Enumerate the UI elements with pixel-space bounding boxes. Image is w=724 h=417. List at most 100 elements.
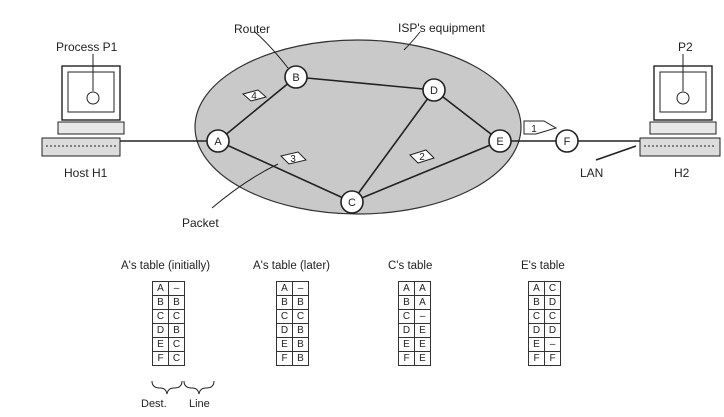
dest-cell: A <box>398 281 415 296</box>
table-e-title: E's table <box>521 260 565 272</box>
lan-pointer <box>595 145 637 161</box>
line-cell: B <box>168 295 185 310</box>
line-cell: D <box>544 295 561 310</box>
label-lan: LAN <box>580 166 604 180</box>
table-row: C– <box>398 309 431 324</box>
dest-cell: C <box>528 309 545 324</box>
line-cell: D <box>544 323 561 338</box>
router-d: D <box>422 78 446 102</box>
line-cell: A <box>414 295 431 310</box>
line-cell: B <box>292 337 309 352</box>
dest-cell: E <box>528 337 545 352</box>
packet-1-label: 1 <box>531 124 537 135</box>
line-cell: C <box>544 309 561 324</box>
packet-pointer <box>211 163 279 209</box>
dest-cell: B <box>528 295 545 310</box>
dest-cell: A <box>276 281 293 296</box>
router-a: A <box>206 129 230 153</box>
line-cell: E <box>414 337 431 352</box>
dest-cell: B <box>276 295 293 310</box>
line-cell: C <box>168 351 185 366</box>
dest-cell: C <box>276 309 293 324</box>
dest-brace <box>151 380 183 395</box>
router-a-label: A <box>214 136 222 148</box>
link-c-d <box>351 89 435 203</box>
dest-cell: C <box>398 309 415 324</box>
dest-cell: E <box>276 337 293 352</box>
line-cell: – <box>414 309 431 324</box>
dest-cell: D <box>528 323 545 338</box>
link-a-c <box>217 140 353 203</box>
table-row: E– <box>528 337 561 352</box>
line-cell: B <box>292 323 309 338</box>
dest-cell: F <box>276 351 293 366</box>
line-brace <box>183 380 215 395</box>
dest-cell: C <box>152 309 169 324</box>
router-b: B <box>284 65 308 89</box>
link-d-e <box>433 89 501 142</box>
dest-cell: F <box>152 351 169 366</box>
line-cell: B <box>168 323 185 338</box>
link-b-d <box>295 76 435 91</box>
line-cell: – <box>544 337 561 352</box>
table-row: A– <box>152 281 185 296</box>
router-d-label: D <box>430 85 438 97</box>
router-c-label: C <box>348 197 356 209</box>
router-c: C <box>340 190 364 214</box>
label-h2: H2 <box>674 166 690 180</box>
dest-cell: B <box>398 295 415 310</box>
line-cell: C <box>168 309 185 324</box>
link-a-b <box>217 76 297 142</box>
label-host-h1: Host H1 <box>64 166 108 180</box>
dest-cell: E <box>398 337 415 352</box>
label-isp-equipment: ISP's equipment <box>398 21 486 35</box>
dest-cell: B <box>152 295 169 310</box>
packet-2: 2 <box>409 149 435 164</box>
table-c-title: C's table <box>388 260 433 272</box>
computer-h2-icon <box>639 54 721 157</box>
label-p2: P2 <box>678 40 693 54</box>
label-dest: Dest. <box>141 398 167 410</box>
dest-cell: A <box>152 281 169 296</box>
line-cell: B <box>292 351 309 366</box>
dest-cell: E <box>152 337 169 352</box>
links <box>118 76 640 203</box>
router-f-label: F <box>564 136 571 148</box>
line-cell: C <box>292 309 309 324</box>
line-cell: C <box>544 281 561 296</box>
dest-cell: A <box>528 281 545 296</box>
dest-cell: D <box>152 323 169 338</box>
label-packet: Packet <box>182 216 219 230</box>
line-cell: – <box>168 281 185 296</box>
packet-3-label: 3 <box>290 154 296 165</box>
computer-h1-icon <box>41 54 125 157</box>
line-cell: B <box>292 295 309 310</box>
label-router: Router <box>234 22 271 36</box>
router-pointer <box>254 31 289 69</box>
line-cell: – <box>292 281 309 296</box>
line-cell: E <box>414 323 431 338</box>
